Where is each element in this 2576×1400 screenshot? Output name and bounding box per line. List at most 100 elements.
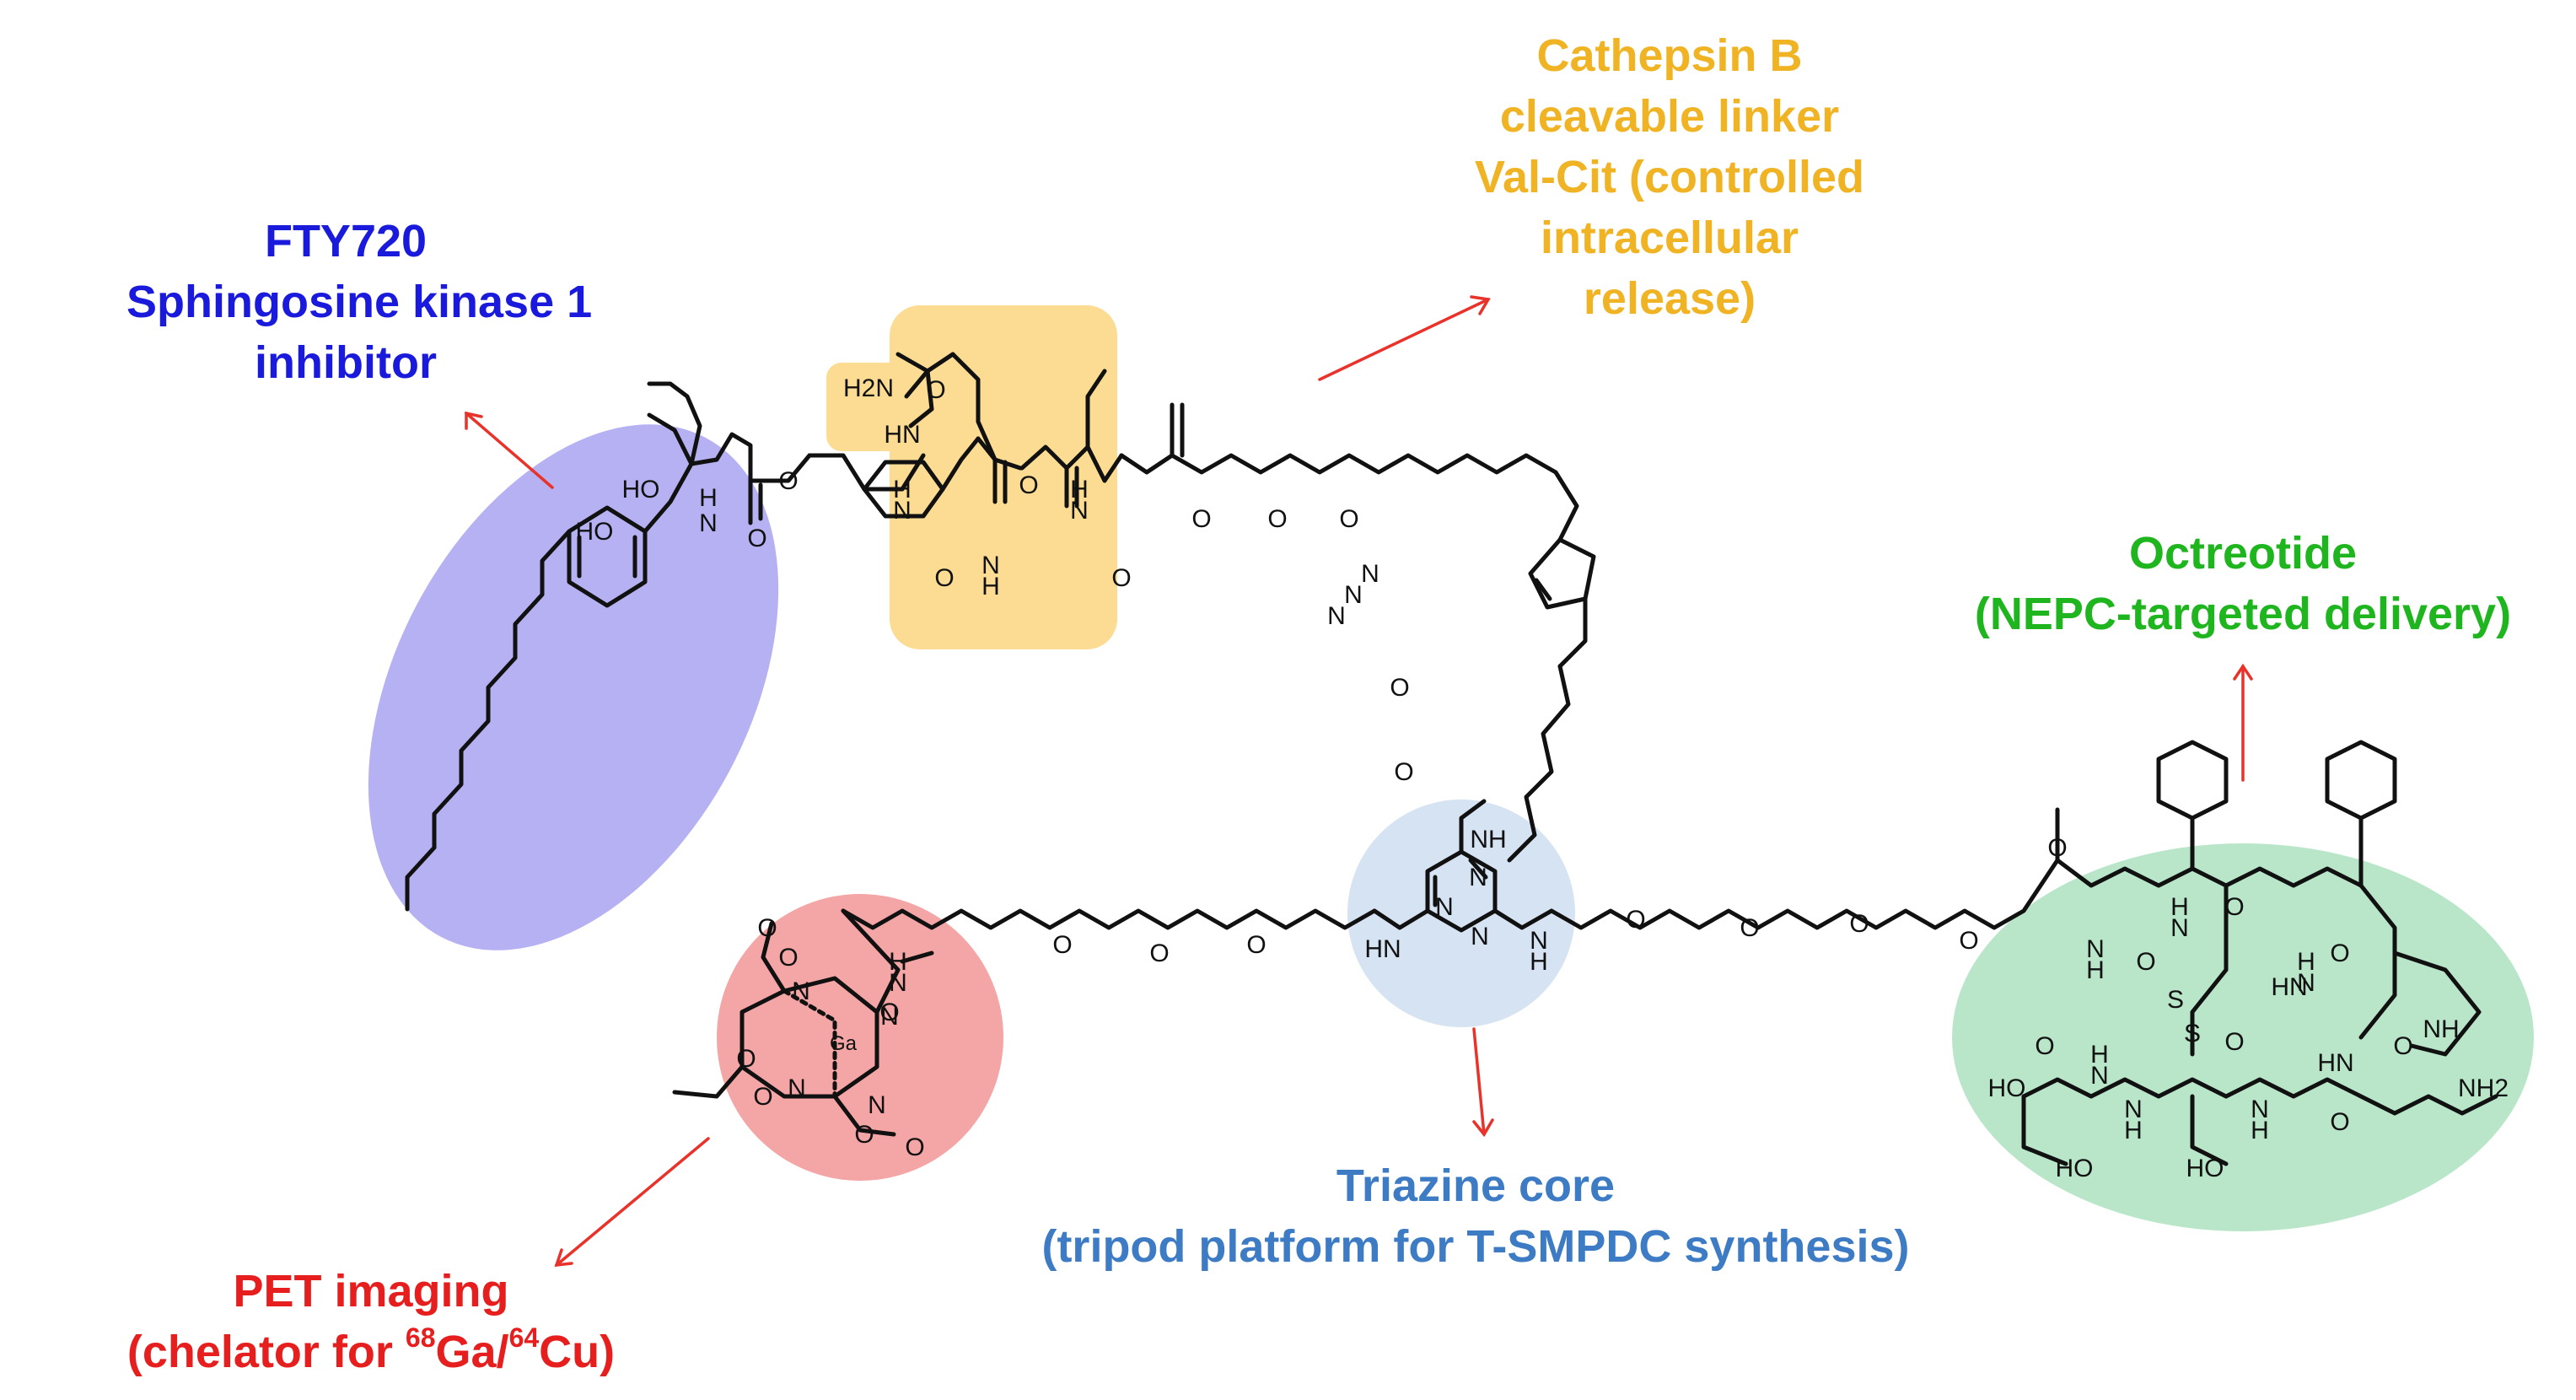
cathepsin-label-line: release) [1583,273,1756,324]
atom-label: Ga [830,1032,858,1055]
cathepsin-label-line: Val-Cit (controlled [1474,152,1865,202]
atom-label: HN [2271,973,2307,1001]
atom-label: HO [2186,1155,2224,1182]
atom-label: O [1267,505,1287,533]
atom-label: N [880,1003,899,1031]
pet-label: PET imaging (chelator for 68Ga/64Cu) [67,1261,675,1382]
atom-label: N [1530,927,1548,955]
octreotide-label: Octreotide (NEPC-targeted delivery) [1914,523,2572,644]
arrowhead-triazine [1472,1118,1494,1138]
atom-label: O [934,564,954,592]
pet-label-post: Cu) [539,1327,616,1377]
urea-region [826,363,919,451]
atom-label: N [1361,560,1379,588]
atom-label: N [788,1074,806,1102]
atom-label: N [868,1091,886,1119]
atom-label: O [1111,564,1131,592]
arrow-cathepsin [1318,298,1490,381]
atom-label: O [747,525,766,552]
atom-label: O [2224,1028,2244,1056]
atom-label: H [1070,476,1089,503]
atom-label: H [2170,893,2189,921]
atom-label: O [1959,927,1978,955]
triazine-label-line: (tripod platform for T-SMPDC synthesis) [1041,1221,1910,1272]
atom-label: S [2167,986,2184,1014]
atom-label: H [981,573,1000,600]
arrow-pet [555,1137,710,1267]
atom-label: HO [622,476,660,503]
atom-label: N [889,969,907,997]
annotation-arrows [465,295,2253,1268]
octreotide-region [1952,843,2534,1231]
atom-label: N [792,977,810,1005]
atom-label: O [753,1083,772,1111]
atom-label: HO [1988,1074,2026,1102]
atom-label: O [1149,940,1169,967]
atom-label: N [1070,497,1089,525]
atom-label: O [2047,834,2067,862]
cathepsin-label-line: Cathepsin B [1536,30,1803,81]
atom-label: N [1435,893,1454,921]
arrowhead-cathepsin [1470,295,1491,315]
atom-label: O [1246,931,1266,959]
dota-region [717,894,1003,1181]
atom-label: N [1471,923,1489,950]
atom-label: O [1394,758,1413,786]
atom-label: N [893,497,912,525]
triazine-label: Triazine core (tripod platform for T-SMP… [970,1155,1982,1277]
atom-label: O [1052,931,1072,959]
cathepsin-label-line: intracellular [1540,213,1799,263]
pet-label-subtitle: (chelator for 68Ga/64Cu) [67,1322,675,1382]
octreotide-label-line: Octreotide [2128,528,2358,579]
arrowhead-fty720 [465,411,483,430]
atom-label: NH [1470,826,1506,853]
pet-label-title: PET imaging [233,1266,509,1317]
triazine-region [1347,800,1575,1027]
ga-mass-number: 68 [405,1322,436,1353]
atom-labels: HO HO N H O O H2N O HN N H N H N H O O O… [576,374,2509,1182]
bond-skeleton [405,352,2498,1166]
atom-label: HN [2317,1049,2353,1077]
atom-label: N [2170,914,2189,942]
atom-label: O [1339,505,1358,533]
arrow-fty720 [465,412,554,489]
atom-label: O [1019,471,1038,499]
atom-label: N [2124,1096,2143,1123]
atom-label: O [2393,1032,2412,1060]
atom-label: O [905,1133,924,1161]
atom-label: N [1327,602,1346,630]
fty720-label-line: Sphingosine kinase 1 [126,277,593,327]
atom-label: O [1740,914,1759,942]
atom-label: O [1849,910,1869,938]
atom-label: H [893,476,912,503]
arrowhead-pet [554,1248,573,1268]
atom-label: N [2251,1096,2269,1123]
fty720-label: FTY720 Sphingosine kinase 1 inhibitor [126,211,593,393]
atom-label: O [736,1045,756,1073]
arrow-triazine [1472,1027,1486,1136]
atom-label: HO [2056,1155,2094,1182]
atom-label: HO [576,518,614,546]
atom-label: N [2086,935,2105,963]
atom-label: NH [2423,1015,2459,1043]
atom-label: H [2297,948,2315,976]
atom-label: H2N [843,374,894,402]
atom-label: O [778,944,798,972]
cathepsin-label: Cathepsin B cleavable linker Val-Cit (co… [1433,25,1906,329]
atom-label: O [778,467,798,495]
atom-label: H [2086,956,2105,984]
fty720-label-line: FTY720 [264,216,428,267]
atom-label: N [981,552,1000,579]
pet-label-pre: (chelator for [126,1327,406,1377]
atom-label: H [2251,1117,2269,1144]
atom-label: O [1626,906,1645,934]
fty720-label-line: inhibitor [255,337,437,388]
fty720-region [368,424,779,950]
atom-label: H [2124,1117,2143,1144]
atom-label: O [926,376,945,404]
atom-label: O [1191,505,1211,533]
atom-label: O [2035,1032,2054,1060]
atom-label: N [1344,581,1363,609]
